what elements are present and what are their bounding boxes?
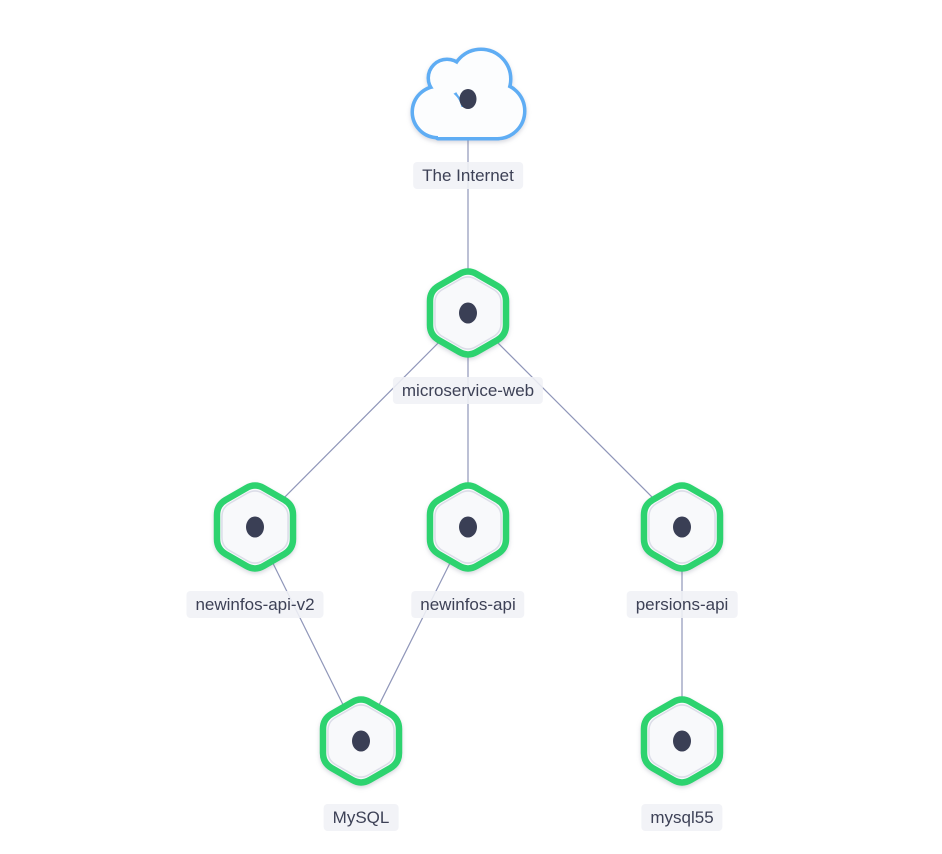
workload-dot-icon [459, 89, 477, 109]
workload-dot-icon [673, 516, 691, 538]
node-label-persions-api[interactable]: persions-api [626, 591, 738, 618]
edge-microservice-web-newinfos-api-v2 [254, 312, 469, 528]
workload-dot-icon [459, 516, 477, 538]
node-mysql[interactable] [323, 700, 399, 783]
workload-dot-icon [246, 516, 264, 538]
node-label-newinfos-api-v2[interactable]: newinfos-api-v2 [186, 591, 324, 618]
edge-microservice-web-persions-api [467, 312, 683, 528]
node-label-microservice-web[interactable]: microservice-web [392, 377, 544, 404]
node-persions-api[interactable] [644, 486, 720, 569]
node-newinfos-api[interactable] [430, 486, 506, 569]
node-internet[interactable] [414, 51, 523, 137]
node-mysql55[interactable] [644, 700, 720, 783]
node-microservice-web[interactable] [430, 272, 506, 355]
node-label-mysql55[interactable]: mysql55 [641, 804, 723, 831]
node-label-mysql[interactable]: MySQL [323, 804, 399, 831]
node-newinfos-api-v2[interactable] [217, 486, 293, 569]
node-label-internet[interactable]: The Internet [413, 162, 523, 189]
workload-dot-icon [459, 302, 477, 324]
node-label-newinfos-api[interactable]: newinfos-api [411, 591, 525, 618]
workload-dot-icon [352, 730, 370, 752]
edge-layer [254, 92, 683, 742]
workload-dot-icon [673, 730, 691, 752]
